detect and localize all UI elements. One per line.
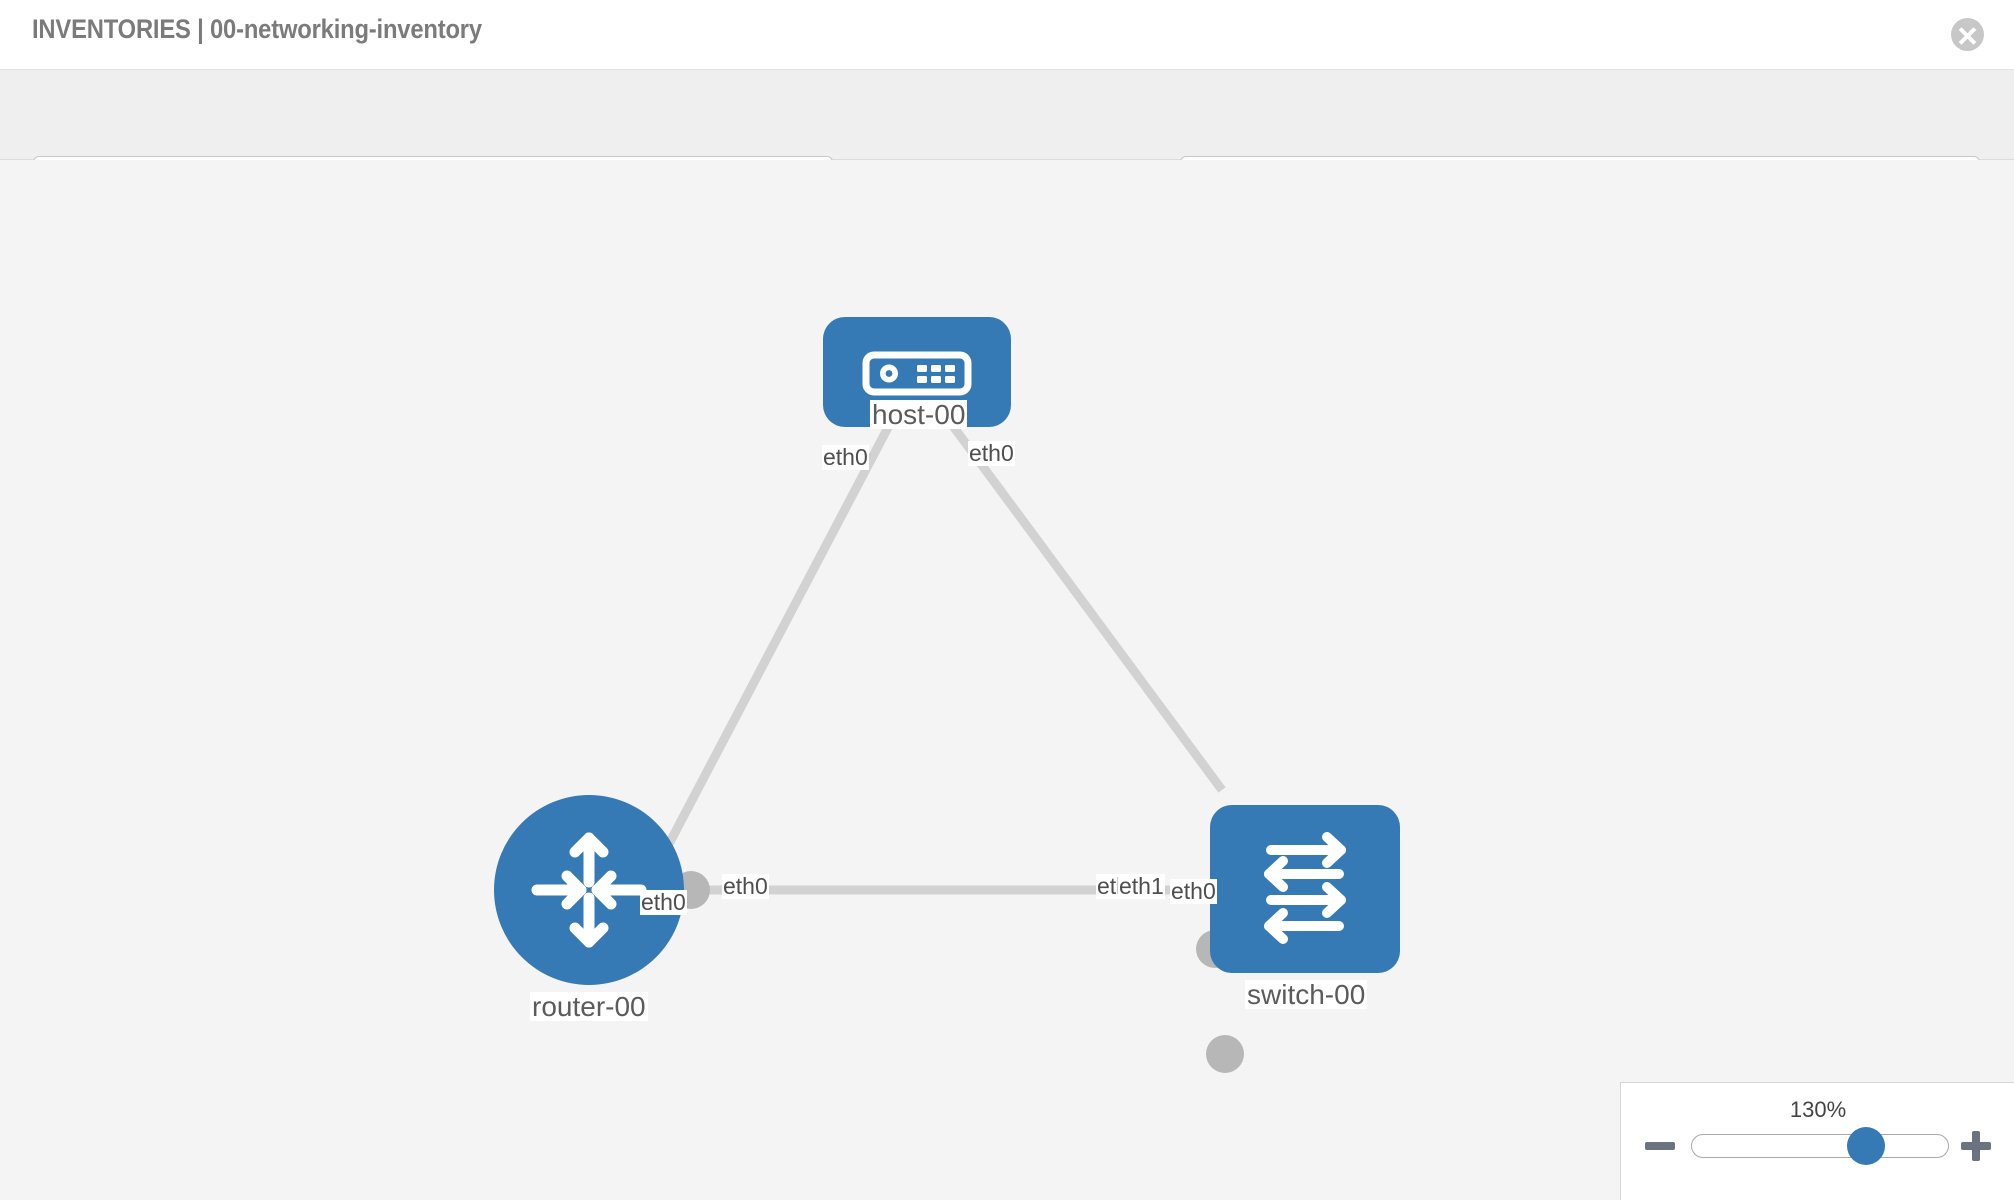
topology-links (646, 415, 1226, 895)
close-icon-glyph (1958, 27, 1977, 45)
link-label-router-eth0-up: eth0 (640, 889, 687, 916)
link-router-host[interactable] (646, 415, 897, 883)
interface-endpoint[interactable] (1206, 1035, 1244, 1073)
link-label-switch-eth1: eth1 (1118, 873, 1165, 900)
bidirectional-arrows-icon (1264, 832, 1346, 944)
node-switch-00-shape[interactable] (1210, 805, 1400, 973)
zoom-in-button[interactable] (1959, 1129, 1993, 1163)
toolbar: ACTIONS SEARCH (0, 70, 2014, 209)
node-router-00-label: router-00 (530, 991, 648, 1022)
zoom-slider-track[interactable] (1691, 1134, 1949, 1158)
page-title: INVENTORIES | 00-networking-inventory (32, 14, 482, 44)
server-appliance-icon (862, 351, 972, 396)
page-header: INVENTORIES | 00-networking-inventory (0, 0, 2014, 70)
zoom-out-button[interactable] (1643, 1129, 1677, 1163)
zoom-slider-thumb[interactable] (1847, 1127, 1885, 1165)
link-host-switch[interactable] (943, 415, 1226, 793)
link-label-switch-eth0-up: eth0 (1170, 878, 1217, 905)
node-host-00-label: host-00 (870, 399, 968, 430)
four-arrows-inward-icon (531, 832, 647, 948)
node-switch-00-label: switch-00 (1245, 979, 1368, 1010)
close-icon[interactable] (1951, 18, 1984, 51)
link-label-router-eth0-right: eth0 (722, 873, 769, 900)
zoom-control-panel: 130% (1620, 1082, 2014, 1200)
zoom-level-value: 130% (1789, 1097, 1847, 1122)
link-label-host-eth0-right: eth0 (968, 440, 1015, 467)
link-label-host-eth0-left: eth0 (822, 444, 869, 471)
topology-canvas[interactable]: host-00 (0, 160, 2014, 1200)
